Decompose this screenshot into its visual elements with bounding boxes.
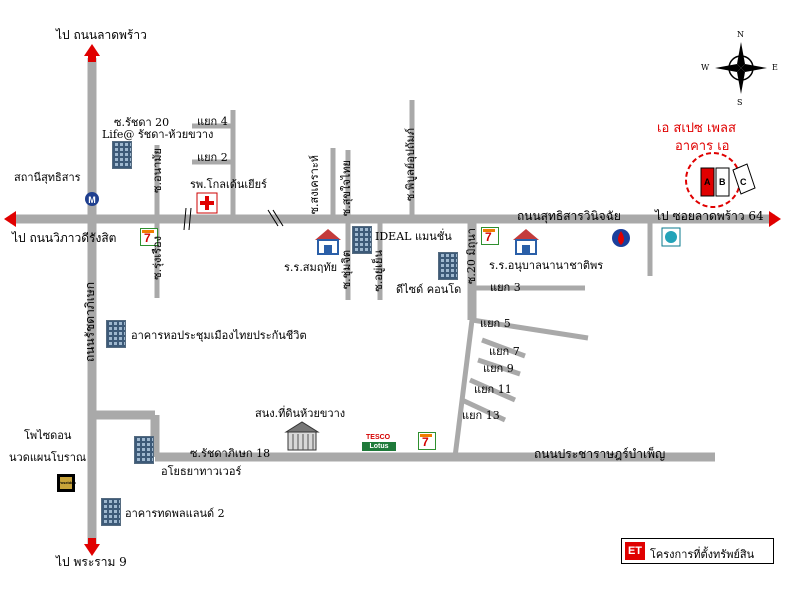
school-somrathai-label: ร.ร.สมฤทัย bbox=[284, 261, 338, 274]
road-yaek-13 bbox=[460, 397, 507, 423]
district-office-icon bbox=[284, 421, 320, 451]
spa-logo-text: Poseidon bbox=[58, 480, 77, 485]
spa-line2-label: นวดแผนโบราณ bbox=[9, 451, 87, 464]
compass-rose-icon bbox=[715, 42, 767, 94]
road-yaek-7 bbox=[481, 337, 526, 359]
dest-east: ไป ซอยลาดพร้าว 64 bbox=[655, 209, 764, 223]
arrow-west-icon bbox=[4, 211, 16, 227]
ideal-mansion-label: IDEAL แมนชั่น bbox=[375, 230, 452, 243]
soi-anamai-label: ซ.อนามัย bbox=[151, 148, 164, 193]
lotus-label: Lotus bbox=[362, 442, 396, 451]
arrow-east-icon bbox=[769, 211, 781, 227]
arrow-south-stem bbox=[88, 538, 96, 544]
condo-building-icon bbox=[352, 226, 372, 254]
soi-sukhathai-label: ซ.สุขใจไทย bbox=[340, 160, 353, 217]
soi-rungruang-label: ซ.รุ่งเรือง bbox=[151, 236, 164, 280]
soi-songkhro-label: ซ.สงเคราะห์ bbox=[308, 155, 321, 215]
soi-chokchai-label: ซ.ชุ่มจิต bbox=[340, 250, 353, 290]
yaek-9-label: แยก 9 bbox=[483, 362, 514, 375]
tesco-label: TESCO bbox=[366, 434, 391, 441]
road-yaek-5 bbox=[471, 317, 589, 341]
life-ratchada-label: Life@ รัชดา-ห้วยขวาง bbox=[102, 128, 214, 141]
mrt-sutthisan-label: สถานีสุทธิสาร bbox=[14, 171, 81, 184]
road-diagonal bbox=[452, 319, 475, 458]
compass-west: W bbox=[701, 63, 710, 72]
road-ratchada-18-label: ซ.รัชดาภิเษก 18 bbox=[190, 447, 271, 460]
yaek-5-label: แยก 5 bbox=[480, 317, 511, 330]
building-a-label: A bbox=[704, 177, 711, 187]
road-sutthisan-label: ถนนสุทธิสารวินิจฉัย bbox=[517, 209, 621, 223]
thonglor-land-label: อาคารทดพลแลนด์ 2 bbox=[125, 507, 225, 520]
mrt-station-icon: M bbox=[85, 192, 99, 206]
road-ratchadaphisek-label: ถนนรัชดาภิเษก bbox=[83, 282, 97, 362]
ratchada-20-label: ซ.รัชดา 20 bbox=[114, 116, 170, 129]
crossing-marks bbox=[183, 207, 284, 231]
seven-eleven-icon bbox=[481, 227, 499, 245]
yaek-13-label: แยก 13 bbox=[462, 409, 500, 422]
legend: ET โครงการที่ตั้งทรัพย์สิน bbox=[621, 538, 774, 564]
direction-arrows bbox=[4, 44, 781, 556]
tesco-lotus-icon: TESCO Lotus bbox=[362, 434, 398, 452]
arrow-north-stem bbox=[88, 56, 96, 62]
compass-south: S bbox=[737, 98, 743, 107]
condo-building-icon bbox=[438, 252, 458, 280]
legend-mark: ET bbox=[625, 542, 645, 560]
building-b bbox=[715, 167, 730, 197]
project-building: อาคาร เอ bbox=[675, 139, 730, 154]
office-building-label: อาคารหอประชุมเมืองไทยประกันชีวิต bbox=[131, 329, 307, 342]
seven-eleven-icon bbox=[140, 228, 158, 246]
seven-eleven-icon bbox=[418, 432, 436, 450]
arrow-north-icon bbox=[84, 44, 100, 56]
school-anuban-label: ร.ร.อนุบาลนานาชาติพร bbox=[489, 259, 604, 272]
legend-text: โครงการที่ตั้งทรัพย์สิน bbox=[650, 548, 755, 561]
yaek-11-label: แยก 11 bbox=[474, 383, 512, 396]
road-pracharat-label: ถนนประชาราษฎร์บำเพ็ญ bbox=[534, 447, 666, 461]
arrow-south-icon bbox=[84, 544, 100, 556]
project-site bbox=[685, 152, 756, 208]
condo-building-icon bbox=[106, 320, 126, 348]
road-yaek-9 bbox=[477, 357, 521, 377]
road-yaek-11 bbox=[468, 377, 517, 403]
spa-logo-icon bbox=[57, 474, 75, 492]
yaek-3-label: แยก 3 bbox=[490, 281, 521, 294]
condo-building-icon bbox=[112, 141, 132, 169]
spa-line1-label: โพไซดอน bbox=[24, 429, 72, 442]
ayutthaya-tower-label: อโยธยาทาวเวอร์ bbox=[161, 465, 242, 478]
condo-building-icon bbox=[101, 498, 121, 526]
bank-icon bbox=[661, 227, 681, 247]
dest-north: ไป ถนนลาดพร้าว bbox=[56, 28, 147, 42]
school-icon bbox=[315, 229, 341, 255]
soi-phibun-label: ซ.พิบูลย์อุปถัมภ์ bbox=[404, 128, 417, 202]
yaek-7-label: แยก 7 bbox=[489, 345, 520, 358]
school-icon bbox=[513, 229, 539, 255]
ptt-station-icon bbox=[612, 229, 630, 247]
soi-20-mithuna-label: ซ.20 มิถุนา bbox=[465, 228, 478, 285]
hospital-cross-icon bbox=[196, 192, 218, 214]
yaek-4-label: แยก 4 bbox=[197, 115, 228, 128]
building-b-label: B bbox=[719, 177, 726, 187]
svg-text:M: M bbox=[88, 195, 96, 205]
building-c bbox=[732, 163, 756, 195]
yaek-2-label: แยก 2 bbox=[197, 151, 228, 164]
condo-building-icon bbox=[134, 436, 154, 464]
dest-west: ไป ถนนวิภาวดีรังสิต bbox=[12, 231, 117, 245]
hospital-label: รพ.โกลเด้นเยียร์ bbox=[190, 178, 267, 191]
design-condo-label: ดีไซด์ คอนโด bbox=[396, 283, 462, 296]
building-a bbox=[700, 167, 715, 197]
district-office-label: สนง.ที่ดินห้วยขวาง bbox=[255, 407, 346, 420]
compass-east: E bbox=[772, 63, 778, 72]
dest-south: ไป พระราม 9 bbox=[56, 555, 127, 569]
soi-chatchai-label: ซ.อยู่เย็น bbox=[372, 250, 385, 292]
project-name: เอ สเปซ เพลส bbox=[657, 121, 736, 136]
compass-north: N bbox=[737, 30, 744, 39]
building-c-label: C bbox=[740, 177, 747, 187]
